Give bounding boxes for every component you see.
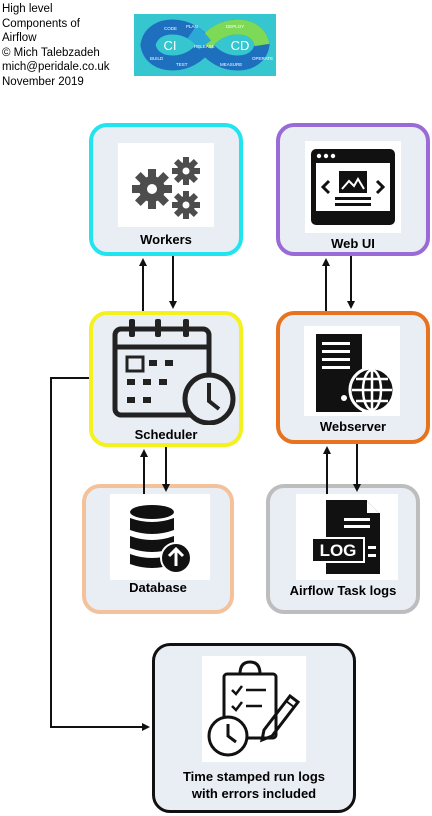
scheduler-node: Scheduler: [89, 311, 243, 447]
email-line: mich@peridale.co.uk: [2, 61, 110, 74]
log-file-icon: LOG: [296, 494, 398, 580]
ci-text: CI: [164, 38, 177, 53]
title-line: Components of: [2, 17, 80, 30]
date-line: November 2019: [2, 75, 84, 88]
task-logs-label: Airflow Task logs: [289, 583, 397, 598]
webui-node: Web UI: [276, 123, 430, 256]
logo-segment: CODE: [164, 26, 177, 31]
webserver-node: Webserver: [276, 311, 430, 444]
cd-text: CD: [231, 38, 250, 53]
workers-label: Workers: [140, 232, 192, 247]
run-logs-label-line: Time stamped run logs: [182, 769, 326, 784]
logo-segment: BUILD: [150, 56, 164, 61]
calendar-clock-icon: [112, 319, 236, 425]
log-icon-text: LOG: [320, 541, 357, 560]
scheduler-label: Scheduler: [134, 427, 198, 442]
ci-cd-logo: CI CD CODE PLAN RELEASE DEPLOY BUILD TES…: [134, 14, 276, 76]
browser-window-icon: [305, 141, 401, 233]
webserver-label: Webserver: [319, 419, 387, 434]
run-logs-label-line: with errors included: [191, 786, 317, 801]
logo-segment: TEST: [176, 62, 188, 67]
task-logs-node: LOG Airflow Task logs: [266, 484, 420, 614]
title-line: Airflow: [2, 32, 37, 45]
logo-segment: MEASURE: [220, 62, 242, 67]
logo-segment: PLAN: [186, 24, 198, 29]
title-block: High level Components of Airflow © Mich …: [2, 2, 110, 90]
database-upload-icon: [110, 494, 210, 580]
checklist-clock-icon: [202, 656, 306, 762]
server-globe-icon: [304, 326, 400, 416]
webui-label: Web UI: [331, 236, 375, 251]
logo-segment: DEPLOY: [226, 24, 244, 29]
database-node: Database: [82, 484, 234, 614]
run-logs-node: Time stamped run logs with errors includ…: [152, 643, 356, 813]
title-line: High level: [2, 3, 53, 15]
logo-segment: OPERATE: [252, 56, 273, 61]
run-logs-label: Time stamped run logs with errors includ…: [155, 768, 353, 802]
workers-node: Workers: [89, 123, 243, 256]
arrow-scheduler-to-runlogs: [50, 377, 150, 731]
logo-segment: RELEASE: [194, 44, 215, 49]
database-label: Database: [129, 580, 187, 595]
author-line: © Mich Talebzadeh: [2, 46, 100, 59]
gears-icon: [118, 143, 214, 227]
